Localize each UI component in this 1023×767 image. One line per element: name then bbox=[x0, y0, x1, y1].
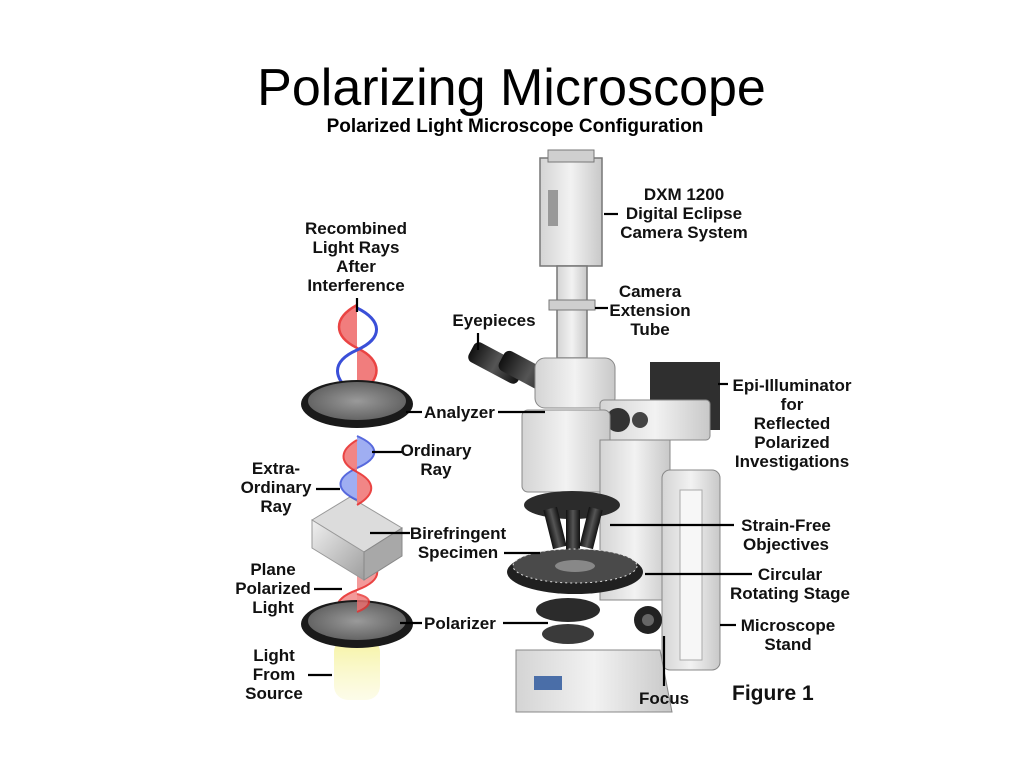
label-extraordinary-ray: Extra- Ordinary Ray bbox=[241, 459, 312, 516]
ordinary-wave bbox=[342, 439, 373, 506]
svg-text:Investigations: Investigations bbox=[735, 452, 849, 471]
svg-text:After: After bbox=[336, 257, 376, 276]
label-objectives: Strain-Free Objectives bbox=[741, 516, 831, 554]
svg-text:Ordinary: Ordinary bbox=[241, 478, 312, 497]
label-light-source: Light From Source bbox=[245, 646, 303, 703]
label-camera-tube: Camera Extension Tube bbox=[609, 282, 690, 339]
analyzer-filter bbox=[301, 380, 413, 428]
label-microscope-stand: Microscope Stand bbox=[741, 616, 835, 654]
svg-text:Circular: Circular bbox=[758, 565, 823, 584]
svg-text:Polarized: Polarized bbox=[235, 579, 311, 598]
svg-text:Ray: Ray bbox=[260, 497, 292, 516]
optical-path bbox=[301, 303, 413, 700]
svg-text:Recombined: Recombined bbox=[305, 219, 407, 238]
light-source-glow bbox=[334, 638, 380, 700]
microscope-illustration bbox=[468, 149, 721, 713]
svg-text:Plane: Plane bbox=[250, 560, 295, 579]
svg-text:Strain-Free: Strain-Free bbox=[741, 516, 831, 535]
svg-text:Epi-Illuminator: Epi-Illuminator bbox=[733, 376, 852, 395]
birefringent-specimen bbox=[311, 496, 403, 581]
label-eyepieces: Eyepieces bbox=[452, 311, 535, 330]
svg-text:for: for bbox=[781, 395, 804, 414]
label-camera-system: DXM 1200 Digital Eclipse Camera System bbox=[620, 185, 748, 242]
svg-text:Light Rays: Light Rays bbox=[313, 238, 400, 257]
epi-illuminator-unit bbox=[599, 362, 720, 441]
svg-text:Reflected: Reflected bbox=[754, 414, 831, 433]
svg-text:Camera: Camera bbox=[619, 282, 682, 301]
svg-text:Ray: Ray bbox=[420, 460, 452, 479]
label-focus: Focus bbox=[639, 689, 689, 708]
svg-text:Rotating Stage: Rotating Stage bbox=[730, 584, 850, 603]
rotating-stage bbox=[507, 548, 643, 594]
svg-text:Microscope: Microscope bbox=[741, 616, 835, 635]
figure-title: Polarized Light Microscope Configuration bbox=[326, 116, 704, 137]
label-recombined: Recombined Light Rays After Interference bbox=[305, 219, 407, 295]
camera-extension-tube bbox=[556, 265, 588, 359]
svg-text:Extra-: Extra- bbox=[252, 459, 300, 478]
label-analyzer: Analyzer bbox=[424, 403, 495, 422]
svg-text:Polarized: Polarized bbox=[754, 433, 830, 452]
microscope-base bbox=[515, 606, 673, 713]
svg-text:Birefringent: Birefringent bbox=[410, 524, 507, 543]
svg-text:Stand: Stand bbox=[764, 635, 811, 654]
slide-title: Polarizing Microscope bbox=[257, 59, 766, 117]
svg-text:Interference: Interference bbox=[307, 276, 404, 295]
svg-text:Ordinary: Ordinary bbox=[401, 441, 472, 460]
objectives-unit bbox=[524, 491, 620, 552]
label-polarizer: Polarizer bbox=[424, 614, 496, 633]
label-rotating-stage: Circular Rotating Stage bbox=[730, 565, 850, 603]
svg-text:Light: Light bbox=[253, 646, 295, 665]
eyepieces-unit bbox=[468, 342, 616, 409]
leader-lines bbox=[308, 212, 752, 686]
svg-text:Digital Eclipse: Digital Eclipse bbox=[626, 204, 742, 223]
svg-text:Source: Source bbox=[245, 684, 303, 703]
svg-text:Camera System: Camera System bbox=[620, 223, 748, 242]
label-plane-polarized: Plane Polarized Light bbox=[235, 560, 311, 617]
polarizer-filter bbox=[301, 600, 413, 648]
figure-caption: Figure 1 bbox=[732, 682, 814, 705]
svg-text:DXM 1200: DXM 1200 bbox=[644, 185, 724, 204]
svg-text:From: From bbox=[253, 665, 296, 684]
svg-text:Light: Light bbox=[252, 598, 294, 617]
svg-text:Extension: Extension bbox=[609, 301, 690, 320]
svg-text:Specimen: Specimen bbox=[418, 543, 498, 562]
camera-unit bbox=[539, 149, 603, 267]
svg-text:Objectives: Objectives bbox=[743, 535, 829, 554]
label-birefringent-specimen: Birefringent Specimen bbox=[410, 524, 507, 562]
label-epi-illuminator: Epi-Illuminator for Reflected Polarized … bbox=[733, 376, 852, 471]
label-ordinary-ray: Ordinary Ray bbox=[401, 441, 472, 479]
condenser-unit bbox=[536, 598, 600, 644]
svg-text:Tube: Tube bbox=[630, 320, 669, 339]
